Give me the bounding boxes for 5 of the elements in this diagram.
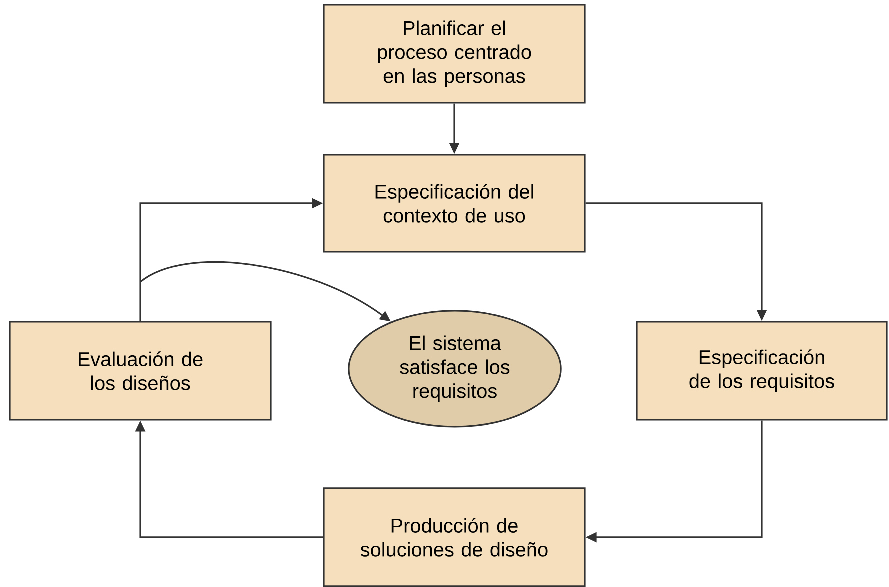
process-box: Especificación de los requisitos: [636, 321, 888, 421]
process-box: Planificar el proceso centrado en las personas: [323, 4, 586, 104]
process-box: Evaluación de los diseños: [9, 321, 272, 421]
process-box: Producción de soluciones de diseño: [323, 488, 586, 587]
process-box: Especificación del contexto de uso: [323, 154, 586, 253]
